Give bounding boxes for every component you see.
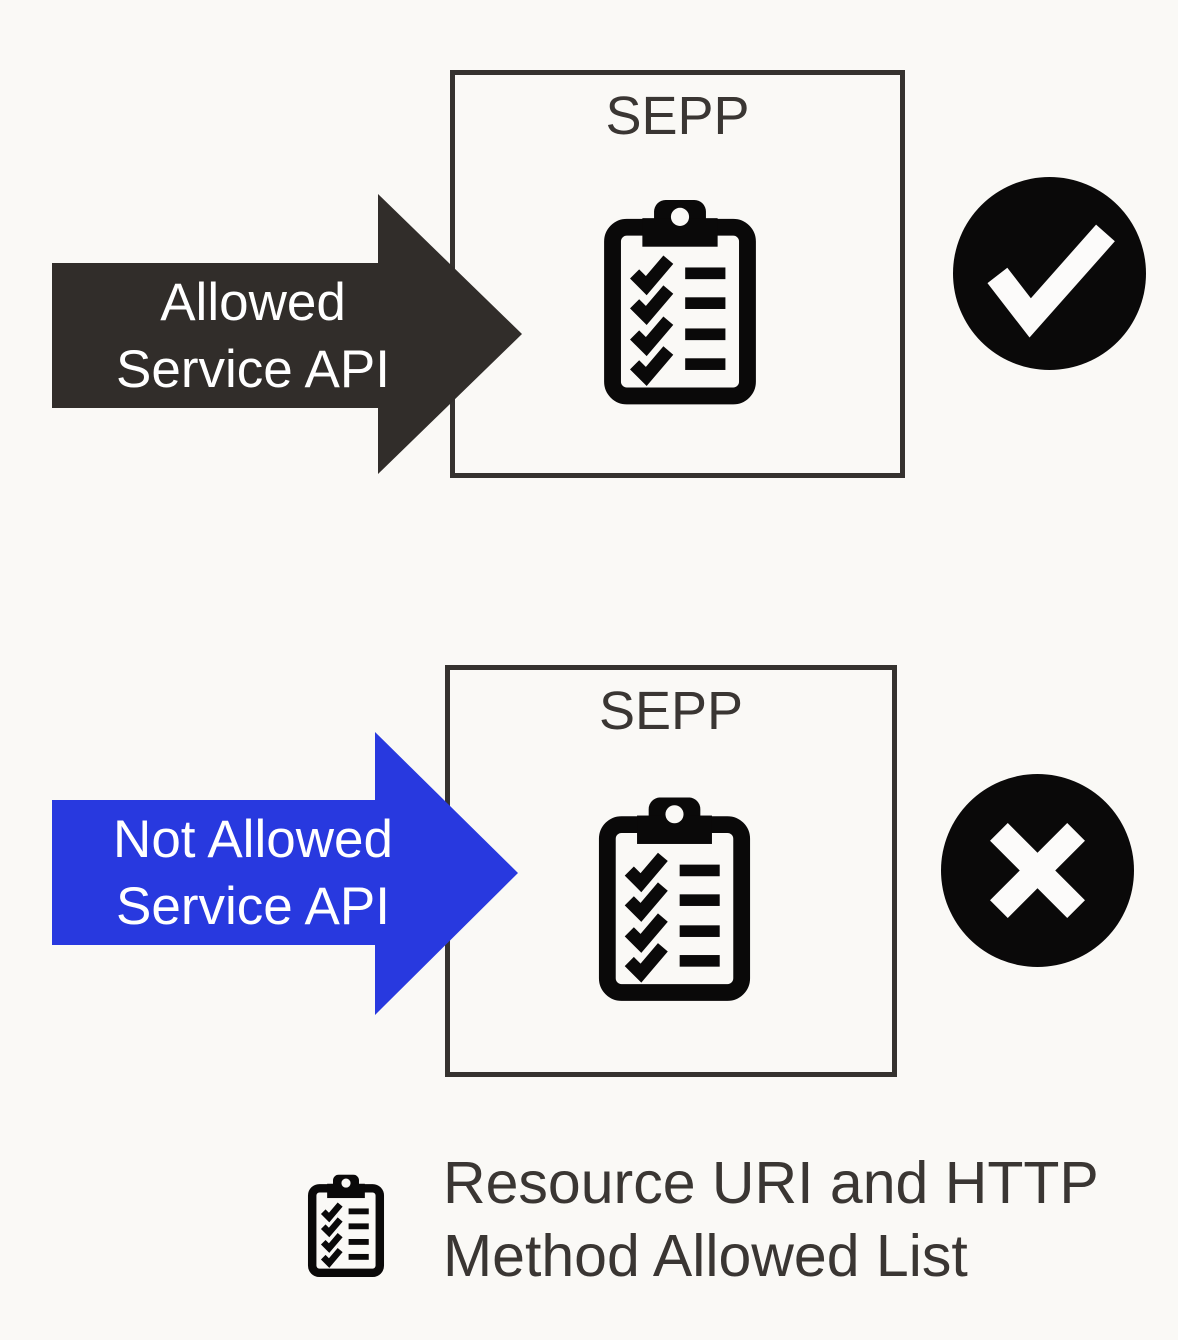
legend-label: Resource URI and HTTP Method Allowed Lis… [443,1147,1099,1293]
sepp-box-title: SEPP [605,86,750,146]
sepp-box-not-allowed: SEPP [445,665,897,1077]
check-icon [987,224,1115,338]
checklist-clipboard-icon [602,200,758,405]
checklist-clipboard-icon [307,1173,385,1279]
arrow-label-line2: Service API [116,876,390,936]
legend-label-line1: Resource URI and HTTP [443,1150,1099,1216]
not-allowed-arrow-label: Not Allowed Service API [52,800,454,945]
allowed-status-badge [953,177,1146,370]
cross-icon [990,823,1085,918]
checklist-clipboard-icon [597,797,752,1002]
arrow-label-line1: Not Allowed [113,809,393,869]
arrow-label-line1: Allowed [160,272,346,332]
sepp-box-allowed: SEPP [450,70,905,478]
arrow-label-line2: Service API [116,339,390,399]
allowed-arrow-label: Allowed Service API [52,263,454,408]
sepp-box-title: SEPP [598,681,744,741]
legend-label-line2: Method Allowed List [443,1223,968,1289]
blocked-status-badge [941,774,1134,967]
